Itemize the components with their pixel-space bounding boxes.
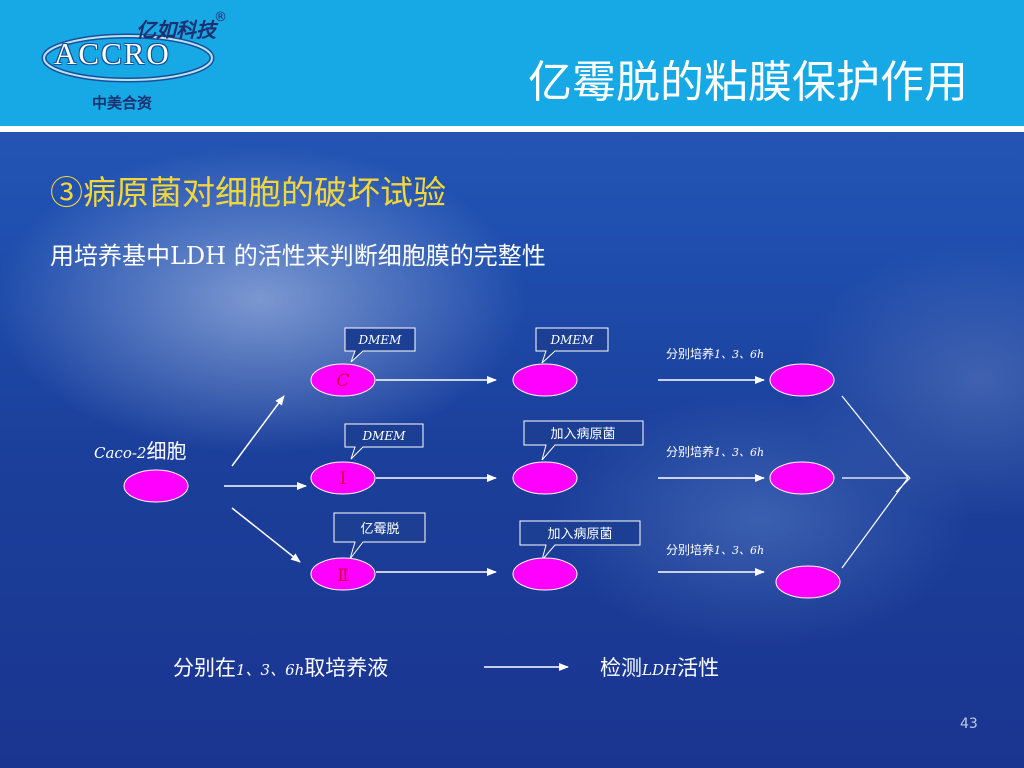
group-ii-label: Ⅱ [337,566,349,586]
group-c-row: DMEM C DMEM 分别培养1、3、6h [310,327,835,397]
detection-step-label: 检测LDH活性 [600,656,719,680]
group-ii-node [310,557,376,591]
group-c-node [310,363,376,397]
group-ii-first-callout: 亿霉脱 [333,512,426,560]
company-logo: 亿如科技 ® ACCRO 中美合资 [40,10,240,120]
section-subtitle: ③病原菌对细胞的破坏试验 [50,173,446,212]
header-divider [0,126,1024,132]
group-c-second-callout: DMEM [535,327,609,364]
group-ii-row: 亿霉脱 Ⅱ 加入病原菌 分别培养1、3、6h [310,512,841,599]
logo-tagline: 中美合资 [92,94,153,112]
group-c-label: C [336,371,349,391]
svg-text:加入病原菌: 加入病原菌 [550,427,615,442]
group-i-first-callout: DMEM [344,423,424,460]
group-ii-culture-label: 分别培养1、3、6h [666,542,764,557]
group-i-culture-label: 分别培养1、3、6h [666,444,764,459]
source-cell-label: Caco-2细胞 [94,439,186,463]
group-i-node [310,461,376,495]
group-i-result-node [769,461,835,495]
group-i-row: DMEM Ⅰ 加入病原菌 分别培养1、3、6h [310,420,835,495]
converge-line-bottom [841,477,909,569]
header-bar [0,0,1024,126]
branch-arrow-ii [231,507,301,563]
svg-text:加入病原菌: 加入病原菌 [547,527,612,542]
group-i-label: Ⅰ [340,469,347,489]
converge-arrow-tip-lower [895,477,911,493]
svg-text:DMEM: DMEM [358,333,403,347]
slide-title: 亿霉脱的粘膜保护作用 [528,57,968,108]
svg-text:DMEM: DMEM [362,429,407,443]
group-c-result-node [769,363,835,397]
group-ii-result-node [775,565,841,599]
group-ii-second-callout: 加入病原菌 [519,520,641,561]
logo-swoosh-icon [41,33,215,83]
group-i-infected-node [512,461,578,495]
group-c-first-callout: DMEM [344,327,416,363]
svg-text:亿霉脱: 亿霉脱 [360,522,399,537]
logo-brand-en: ACCRO [54,36,171,71]
experiment-description: 用培养基中LDH 的活性来判断细胞膜的完整性 [50,242,546,270]
source-cell-node [123,469,189,503]
svg-text:DMEM: DMEM [550,333,595,347]
logo-registered-mark: ® [214,10,227,25]
group-c-culture-label: 分别培养1、3、6h [666,346,764,361]
group-c-infected-node [512,363,578,397]
logo-brand-cn: 亿如科技 [136,18,216,42]
branch-arrow-c [231,395,285,467]
sampling-step-label: 分别在1、3、6h取培养液 [173,656,388,680]
page-number: 43 [960,716,978,732]
converge-arrow-tip-upper [895,463,911,479]
group-ii-infected-node [512,557,578,591]
group-i-second-callout: 加入病原菌 [523,420,644,461]
